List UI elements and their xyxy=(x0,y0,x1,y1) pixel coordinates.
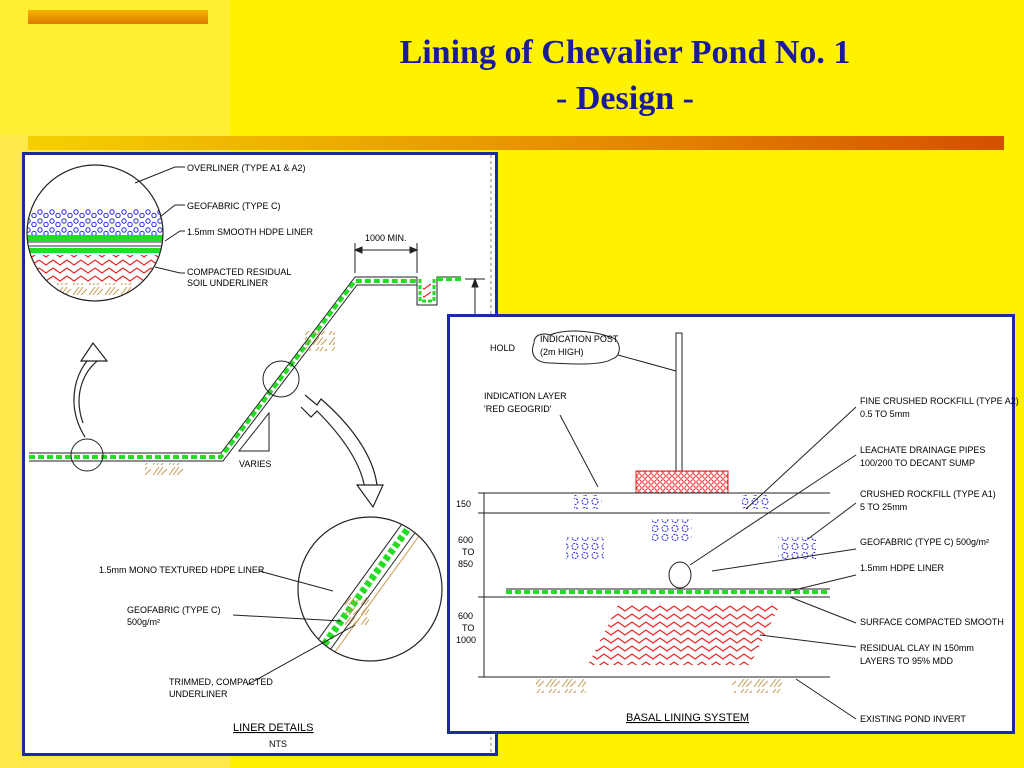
label-clay-2: LAYERS TO 95% MDD xyxy=(860,656,954,666)
label-varies: VARIES xyxy=(239,459,271,469)
label-surface: SURFACE COMPACTED SMOOTH xyxy=(860,617,1004,627)
dimension-lines xyxy=(478,492,506,678)
liner-cross-section xyxy=(29,276,461,475)
slide-title-line-1: Lining of Chevalier Pond No. 1 xyxy=(399,34,851,71)
red-geogrid-indication-layer xyxy=(635,470,729,494)
basal-lining-panel: HOLD INDICATION POST (2m HIGH) INDICATIO… xyxy=(447,314,1019,734)
label-hold: HOLD xyxy=(490,343,516,353)
caption-nts: NTS xyxy=(269,739,287,749)
leachate-drainage-pipe xyxy=(668,561,692,589)
label-fine-1: FINE CRUSHED ROCKFILL (TYPE A2) xyxy=(860,396,1019,406)
existing-invert-soil xyxy=(732,679,782,693)
label-pipes-2: 100/200 TO DECANT SUMP xyxy=(860,458,975,468)
dim-600a-1: 600 xyxy=(458,535,473,545)
label-geofabric-c: GEOFABRIC (TYPE C) xyxy=(187,201,281,211)
crushed-rockfill-patch xyxy=(566,537,604,559)
arrow-to-detail-slope xyxy=(304,394,378,486)
label-post-1: INDICATION POST xyxy=(540,334,619,344)
label-geofabric: GEOFABRIC (TYPE C) 500g/m² xyxy=(860,537,989,547)
dim-600a-3: 850 xyxy=(458,559,473,569)
label-mono-textured: 1.5mm MONO TEXTURED HDPE LINER xyxy=(99,565,265,575)
label-hdpe-smooth: 1.5mm SMOOTH HDPE LINER xyxy=(187,227,314,237)
label-crushed-1: CRUSHED ROCKFILL (TYPE A1) xyxy=(860,489,996,499)
dim-600b-2: TO xyxy=(462,623,474,633)
label-ind-layer-1: INDICATION LAYER xyxy=(484,391,567,401)
indication-post xyxy=(675,332,683,472)
label-geofabric-c2-2: 500g/m² xyxy=(127,617,160,627)
fine-rockfill-patch xyxy=(574,495,602,509)
existing-invert-soil xyxy=(536,679,586,693)
dim-600a-2: TO xyxy=(462,547,474,557)
label-ind-layer-2: 'RED GEOGRID' xyxy=(484,404,552,414)
label-trimmed-2: UNDERLINER xyxy=(169,689,228,699)
liner-details-panel: OVERLINER (TYPE A1 & A2) GEOFABRIC (TYPE… xyxy=(22,152,498,756)
detail-marker-slope xyxy=(262,360,300,398)
label-hdpe: 1.5mm HDPE LINER xyxy=(860,563,945,573)
label-compacted-2: SOIL UNDERLINER xyxy=(187,278,269,288)
leader-lines-top xyxy=(134,166,185,274)
dim-600b-3: 1000 xyxy=(456,635,476,645)
leader-lines-basal xyxy=(689,406,857,720)
fine-rockfill-patch xyxy=(742,495,770,509)
label-clay-1: RESIDUAL CLAY IN 150mm xyxy=(860,643,974,653)
label-invert: EXISTING POND INVERT xyxy=(860,714,966,724)
liner-details-drawing: OVERLINER (TYPE A1 & A2) GEOFABRIC (TYPE… xyxy=(26,155,492,753)
liner-detail-circle-top xyxy=(26,164,164,302)
dimension-1000-min xyxy=(353,243,419,273)
dimension-vertical-right xyxy=(465,277,485,315)
detail-marker-flat xyxy=(70,438,104,472)
label-pipes-1: LEACHATE DRAINAGE PIPES xyxy=(860,445,985,455)
post-callout-cloud xyxy=(532,330,620,365)
caption-basal-lining: BASAL LINING SYSTEM xyxy=(626,712,749,724)
label-trimmed-1: TRIMMED, COMPACTED xyxy=(169,677,273,687)
dim-150: 150 xyxy=(456,499,471,509)
slide-title: Lining of Chevalier Pond No. 1 - Design … xyxy=(240,30,1010,122)
slide-title-line-2: - Design - xyxy=(556,80,694,117)
liner-detail-circle-slope xyxy=(297,516,443,662)
label-fine-2: 0.5 TO 5mm xyxy=(860,409,910,419)
crushed-rockfill-patch xyxy=(652,519,692,543)
basal-lining-drawing: HOLD INDICATION POST (2m HIGH) INDICATIO… xyxy=(456,330,1019,724)
caption-liner-details: LINER DETAILS xyxy=(233,722,314,734)
label-geofabric-c2-1: GEOFABRIC (TYPE C) xyxy=(127,605,221,615)
label-compacted-1: COMPACTED RESIDUAL xyxy=(187,267,291,277)
label-post-2: (2m HIGH) xyxy=(540,347,584,357)
label-crushed-2: 5 TO 25mm xyxy=(860,502,907,512)
label-overliner: OVERLINER (TYPE A1 & A2) xyxy=(187,163,306,173)
label-min-width: 1000 MIN. xyxy=(365,233,407,243)
accent-bar-top xyxy=(28,10,208,24)
residual-clay-layer xyxy=(588,605,780,665)
title-underline-bar xyxy=(28,136,1004,150)
layer-lines xyxy=(506,492,830,678)
leader-lines-slope xyxy=(232,570,356,686)
dim-600b-1: 600 xyxy=(458,611,473,621)
crushed-rockfill-patch xyxy=(778,537,816,559)
